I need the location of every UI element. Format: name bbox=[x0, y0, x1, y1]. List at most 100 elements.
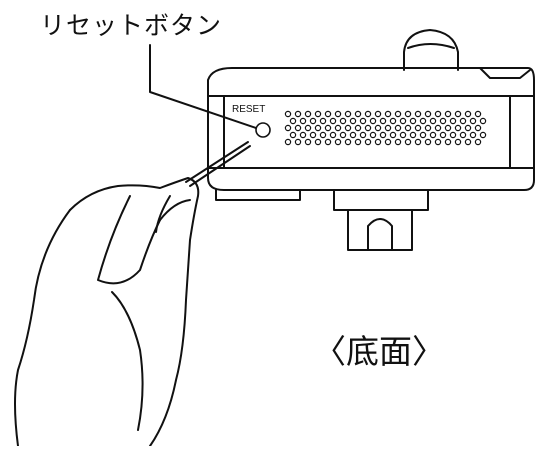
vent-hole bbox=[334, 110, 342, 118]
vent-hole bbox=[329, 131, 337, 139]
vent-hole bbox=[439, 117, 447, 125]
vent-hole bbox=[409, 131, 417, 139]
vent-hole bbox=[294, 110, 302, 118]
vent-hole bbox=[454, 124, 462, 132]
vent-hole bbox=[364, 138, 372, 146]
vent-hole bbox=[439, 131, 447, 139]
vent-hole bbox=[304, 110, 312, 118]
vent-hole bbox=[304, 124, 312, 132]
vent-hole bbox=[424, 138, 432, 146]
vent-hole bbox=[319, 131, 327, 139]
vent-hole bbox=[449, 131, 457, 139]
vent-hole bbox=[479, 131, 487, 139]
vent-hole bbox=[289, 117, 297, 125]
vent-hole bbox=[419, 131, 427, 139]
vent-hole bbox=[379, 117, 387, 125]
vent-hole bbox=[349, 131, 357, 139]
vent-hole bbox=[429, 117, 437, 125]
vent-hole bbox=[404, 124, 412, 132]
device-body bbox=[207, 67, 535, 201]
vent-hole bbox=[374, 110, 382, 118]
vent-hole bbox=[404, 110, 412, 118]
vent-hole bbox=[289, 131, 297, 139]
reset-label: RESET bbox=[232, 104, 265, 115]
vent-hole bbox=[284, 138, 292, 146]
top-knob bbox=[403, 29, 459, 71]
vent-hole bbox=[474, 110, 482, 118]
vent-hole bbox=[399, 131, 407, 139]
vent-hole bbox=[349, 117, 357, 125]
vent-hole bbox=[409, 117, 417, 125]
vent-hole bbox=[444, 110, 452, 118]
vent-hole bbox=[314, 124, 322, 132]
vent-hole bbox=[469, 131, 477, 139]
vent-hole bbox=[299, 131, 307, 139]
vent-hole bbox=[304, 138, 312, 146]
vent-hole bbox=[339, 117, 347, 125]
vent-hole bbox=[344, 138, 352, 146]
vent-hole bbox=[344, 110, 352, 118]
vent-hole bbox=[329, 117, 337, 125]
vent-hole bbox=[354, 138, 362, 146]
vent-hole bbox=[454, 110, 462, 118]
vent-hole bbox=[339, 131, 347, 139]
vent-hole bbox=[384, 138, 392, 146]
vent-hole bbox=[284, 110, 292, 118]
vent-hole bbox=[299, 117, 307, 125]
vent-hole bbox=[474, 138, 482, 146]
vent-hole bbox=[449, 117, 457, 125]
vent-hole bbox=[319, 117, 327, 125]
reset-button[interactable] bbox=[255, 122, 271, 138]
vent-grille bbox=[284, 110, 487, 146]
vent-hole bbox=[464, 124, 472, 132]
vent-hole bbox=[374, 124, 382, 132]
vent-hole bbox=[434, 138, 442, 146]
vent-hole bbox=[324, 138, 332, 146]
vent-hole bbox=[424, 110, 432, 118]
vent-hole bbox=[309, 117, 317, 125]
vent-hole bbox=[334, 138, 342, 146]
vent-hole bbox=[394, 124, 402, 132]
vent-hole bbox=[414, 124, 422, 132]
vent-hole bbox=[334, 124, 342, 132]
vent-hole bbox=[464, 138, 472, 146]
vent-hole bbox=[444, 138, 452, 146]
vent-hole bbox=[479, 117, 487, 125]
vent-hole bbox=[344, 124, 352, 132]
vent-hole bbox=[384, 124, 392, 132]
vent-hole bbox=[459, 131, 467, 139]
vent-hole bbox=[284, 124, 292, 132]
vent-hole bbox=[394, 138, 402, 146]
vent-hole bbox=[434, 124, 442, 132]
hand-holding-pin bbox=[14, 141, 251, 447]
vent-hole bbox=[404, 138, 412, 146]
bottom-bracket bbox=[333, 189, 429, 251]
vent-hole bbox=[444, 124, 452, 132]
vent-hole bbox=[399, 117, 407, 125]
vent-hole bbox=[359, 117, 367, 125]
vent-hole bbox=[369, 117, 377, 125]
vent-hole bbox=[424, 124, 432, 132]
vent-hole bbox=[419, 117, 427, 125]
vent-hole bbox=[324, 110, 332, 118]
vent-hole bbox=[384, 110, 392, 118]
vent-hole bbox=[294, 124, 302, 132]
vent-hole bbox=[354, 110, 362, 118]
vent-hole bbox=[324, 124, 332, 132]
vent-hole bbox=[434, 110, 442, 118]
vent-hole bbox=[429, 131, 437, 139]
bottom-view-caption: 〈底面〉 bbox=[313, 332, 445, 371]
callout-leader-line bbox=[149, 44, 263, 131]
vent-hole bbox=[469, 117, 477, 125]
vent-hole bbox=[389, 131, 397, 139]
vent-hole bbox=[454, 138, 462, 146]
vent-hole bbox=[369, 131, 377, 139]
vent-hole bbox=[379, 131, 387, 139]
vent-hole bbox=[354, 124, 362, 132]
vent-hole bbox=[459, 117, 467, 125]
vent-hole bbox=[374, 138, 382, 146]
vent-hole bbox=[389, 117, 397, 125]
vent-hole bbox=[364, 110, 372, 118]
